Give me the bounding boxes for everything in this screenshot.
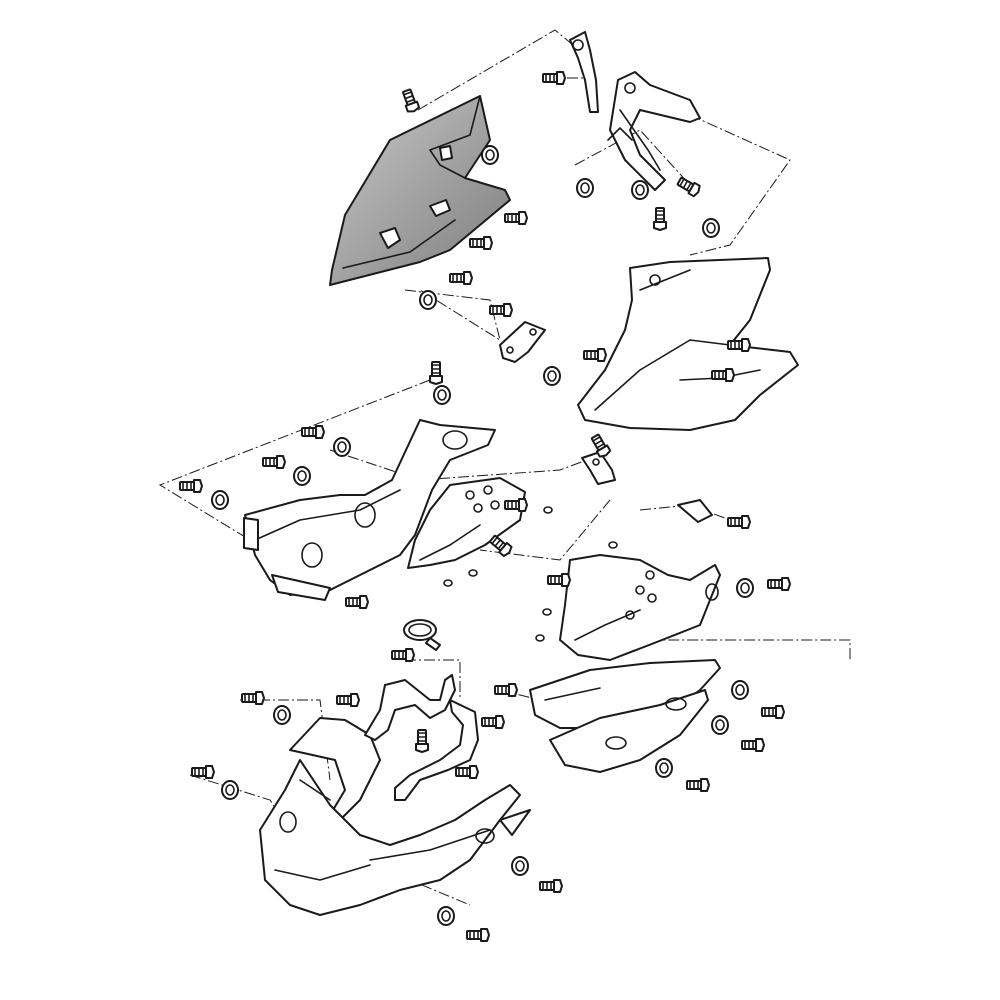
bracket-right-small <box>677 499 713 523</box>
bolt-icon <box>767 577 791 591</box>
screw-icon <box>504 211 528 225</box>
clip-icon <box>547 573 571 587</box>
grommet-icon <box>511 856 529 876</box>
grommet-icon <box>655 758 673 778</box>
grommet-icon <box>419 290 437 310</box>
bolt-icon <box>494 683 518 697</box>
washer-icon <box>535 634 545 642</box>
inner-panel-left <box>243 419 496 601</box>
bolt-icon <box>391 648 415 662</box>
grommet-icon <box>333 437 351 457</box>
clip-icon <box>504 498 528 512</box>
grommet-icon <box>211 490 229 510</box>
meter-cover <box>577 257 799 431</box>
bracket-center <box>581 451 616 485</box>
grommet-icon <box>433 385 451 405</box>
bolt-icon <box>675 174 703 199</box>
screw-icon <box>469 236 493 250</box>
grommet-icon <box>293 466 311 486</box>
grommet-icon <box>576 178 594 198</box>
bolt-icon <box>761 705 785 719</box>
bolt-icon <box>539 879 563 893</box>
washer-icon <box>543 506 553 514</box>
bolt-icon <box>481 715 505 729</box>
lower-side-cover-right <box>529 659 721 773</box>
leader-lines <box>158 29 851 906</box>
screw-icon <box>583 348 607 362</box>
bolt-icon <box>455 765 479 779</box>
under-cowl-stay <box>364 674 479 801</box>
screw-icon <box>345 595 369 609</box>
bolt-icon <box>686 778 710 792</box>
bolt-icon <box>466 928 490 942</box>
grommet-icon <box>702 218 720 238</box>
screw-icon <box>399 87 421 115</box>
windscreen <box>329 95 511 286</box>
bracket-small <box>499 321 546 363</box>
screw-icon <box>653 207 667 231</box>
grommet-icon <box>711 715 729 735</box>
bolt-icon <box>741 738 765 752</box>
upper-stay-bracket <box>569 31 701 191</box>
bolt-icon <box>241 691 265 705</box>
screw-icon <box>711 368 735 382</box>
bolt-icon <box>179 479 203 493</box>
screw-icon <box>449 271 473 285</box>
bolt-icon <box>301 425 325 439</box>
bolt-icon <box>542 71 566 85</box>
bolt-icon <box>429 361 443 385</box>
screw-icon <box>415 729 429 753</box>
grommet-icon <box>631 180 649 200</box>
bolt-icon <box>262 455 286 469</box>
screw-icon <box>727 338 751 352</box>
washer-icon <box>468 569 478 577</box>
bolt-icon <box>191 765 215 779</box>
grommet-icon <box>481 145 499 165</box>
grommet-icon <box>273 705 291 725</box>
washer-icon <box>542 608 552 616</box>
screw-icon <box>489 303 513 317</box>
clamp-ring <box>403 619 441 651</box>
air-duct <box>407 477 526 569</box>
washer-icon <box>443 579 453 587</box>
washer-icon <box>608 541 618 549</box>
under-cowl <box>259 717 531 916</box>
bolt-icon <box>336 693 360 707</box>
grommet-icon <box>543 366 561 386</box>
grommet-icon <box>437 906 455 926</box>
grommet-icon <box>736 578 754 598</box>
grommet-icon <box>221 780 239 800</box>
bolt-icon <box>727 515 751 529</box>
grommet-icon <box>731 680 749 700</box>
side-panel-right <box>559 554 721 661</box>
